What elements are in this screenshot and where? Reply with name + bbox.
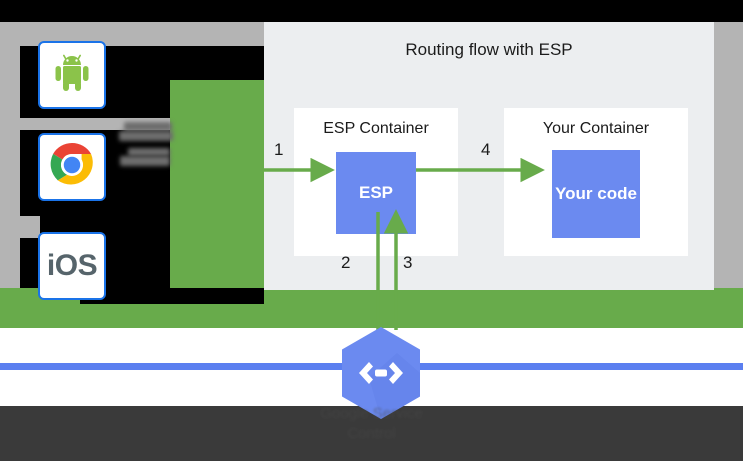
page-title: Routing flow with ESP bbox=[405, 40, 573, 59]
gray-right-gutter bbox=[714, 22, 743, 290]
client-tile-ios[interactable]: iOS bbox=[38, 232, 106, 300]
service-caption-line-2: Control bbox=[347, 425, 396, 443]
android-icon bbox=[52, 52, 92, 99]
your-code-node[interactable]: Your code bbox=[552, 150, 640, 238]
your-container-label: Your Container bbox=[542, 120, 650, 137]
green-band-notch bbox=[80, 288, 264, 304]
routing-flow-panel: Routing flow with ESP ESP Container ESP … bbox=[264, 22, 714, 290]
arrow-label-4: 4 bbox=[481, 140, 491, 159]
ios-icon: iOS bbox=[46, 249, 98, 282]
service-caption-line-1: Google Service bbox=[320, 405, 423, 422]
gray-left-gutter bbox=[0, 22, 20, 290]
service-control-caption: Google Service Control bbox=[0, 404, 743, 445]
arrow-label-1: 1 bbox=[274, 140, 284, 159]
dark-bottom-overlay bbox=[0, 406, 743, 461]
green-vertical-band bbox=[170, 80, 264, 288]
arrow-label-2: 2 bbox=[341, 253, 351, 272]
client-tile-android[interactable] bbox=[38, 41, 106, 109]
redacted-text-blob bbox=[119, 131, 173, 141]
top-black-bar bbox=[0, 0, 743, 22]
client-tile-chrome[interactable] bbox=[38, 133, 106, 201]
service-control-node[interactable] bbox=[339, 326, 423, 420]
chrome-icon bbox=[49, 142, 95, 193]
esp-container-label: ESP Container bbox=[323, 120, 429, 137]
your-container-box: Your Container Your code bbox=[504, 108, 688, 256]
redacted-text-blob bbox=[124, 122, 172, 131]
api-hexagon-icon bbox=[342, 327, 420, 419]
arrow-label-3: 3 bbox=[403, 253, 413, 272]
redacted-text-blob bbox=[128, 148, 170, 156]
redacted-text-blob bbox=[120, 156, 170, 166]
